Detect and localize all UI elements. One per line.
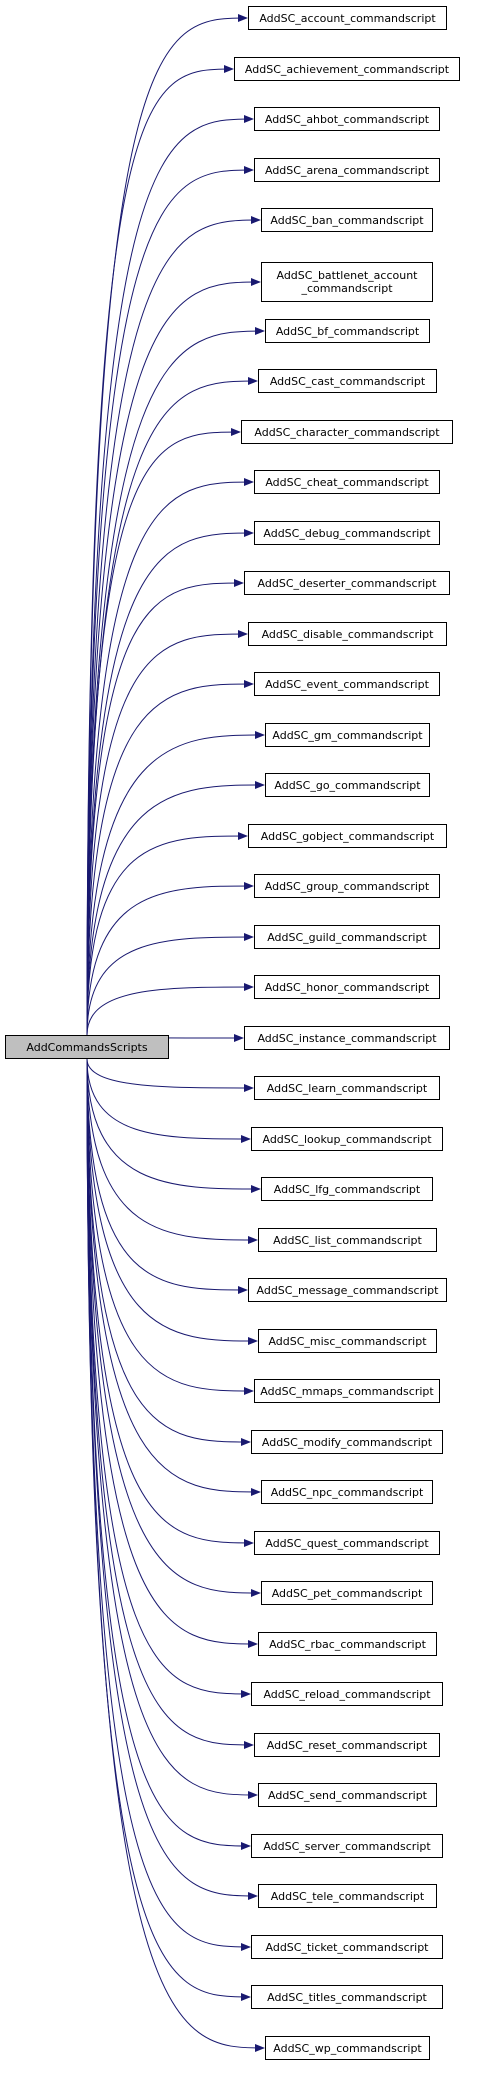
target-node[interactable]: AddSC_account_commandscript (248, 6, 447, 30)
call-edge (86, 1058, 251, 1850)
target-node[interactable]: AddSC_battlenet_account _commandscript (261, 262, 433, 302)
call-edge (86, 1058, 251, 1446)
target-node[interactable]: AddSC_quest_commandscript (254, 1531, 440, 1555)
call-edge (86, 1058, 258, 1648)
call-edge (86, 1058, 254, 1749)
call-edge (86, 1058, 248, 1294)
call-edge (86, 680, 254, 1036)
target-node[interactable]: AddSC_titles_commandscript (251, 1985, 443, 2009)
target-node[interactable]: AddSC_rbac_commandscript (258, 1632, 437, 1656)
target-node[interactable]: AddSC_reload_commandscript (251, 1682, 443, 1706)
call-edge (86, 1058, 251, 1951)
target-node[interactable]: AddSC_ticket_commandscript (251, 1935, 443, 1959)
target-node[interactable]: AddSC_list_commandscript (258, 1228, 437, 1252)
call-edge (86, 781, 265, 1036)
call-edge (86, 1058, 258, 1345)
target-node[interactable]: AddSC_send_commandscript (258, 1783, 437, 1807)
call-edge (86, 1058, 261, 1193)
call-edge (86, 933, 254, 1036)
target-node[interactable]: AddSC_server_commandscript (251, 1834, 443, 1858)
target-node[interactable]: AddSC_npc_commandscript (261, 1480, 433, 1504)
target-node[interactable]: AddSC_event_commandscript (254, 672, 440, 696)
call-edge (86, 327, 265, 1036)
target-node[interactable]: AddSC_lookup_commandscript (251, 1127, 443, 1151)
call-edge (86, 1058, 251, 1143)
target-node[interactable]: AddSC_mmaps_commandscript (254, 1379, 440, 1403)
target-node[interactable]: AddSC_disable_commandscript (248, 622, 447, 646)
call-edge (86, 14, 248, 1036)
target-node[interactable]: AddSC_achievement_commandscript (234, 57, 460, 81)
target-node[interactable]: AddSC_pet_commandscript (261, 1581, 433, 1605)
target-node[interactable]: AddSC_learn_commandscript (254, 1076, 440, 1100)
call-edge (86, 1058, 261, 1597)
call-edge (86, 1058, 258, 1900)
call-edge (86, 1058, 258, 1244)
target-node[interactable]: AddSC_reset_commandscript (254, 1733, 440, 1757)
call-edge (86, 478, 254, 1036)
call-edge (86, 1058, 265, 2052)
target-node[interactable]: AddSC_wp_commandscript (265, 2036, 430, 2060)
target-node[interactable]: AddSC_cheat_commandscript (254, 470, 440, 494)
target-node[interactable]: AddSC_gm_commandscript (265, 723, 430, 747)
target-node[interactable]: AddSC_group_commandscript (254, 874, 440, 898)
target-node[interactable]: AddSC_go_commandscript (265, 773, 430, 797)
call-edge (86, 65, 234, 1036)
target-node[interactable]: AddSC_ahbot_commandscript (254, 107, 440, 131)
target-node[interactable]: AddSC_character_commandscript (241, 420, 453, 444)
call-edge (86, 1058, 254, 1547)
target-node[interactable]: AddSC_bf_commandscript (265, 319, 430, 343)
call-edge (86, 832, 248, 1036)
call-edge (86, 115, 254, 1036)
target-node[interactable]: AddSC_debug_commandscript (254, 521, 440, 545)
call-edge (86, 166, 254, 1036)
call-edge (86, 630, 248, 1036)
target-node[interactable]: AddSC_deserter_commandscript (244, 571, 450, 595)
call-edge (86, 1058, 258, 1799)
target-node[interactable]: AddSC_gobject_commandscript (248, 824, 447, 848)
target-node[interactable]: AddSC_message_commandscript (248, 1278, 447, 1302)
root-node[interactable]: AddCommandsScripts (5, 1035, 169, 1059)
target-node[interactable]: AddSC_instance_commandscript (244, 1026, 450, 1050)
call-edge (86, 882, 254, 1036)
call-edge (86, 731, 265, 1036)
call-edge (86, 216, 261, 1036)
call-edge (86, 428, 241, 1036)
call-edge (86, 1058, 254, 1395)
target-node[interactable]: AddSC_lfg_commandscript (261, 1177, 433, 1201)
call-edge (86, 278, 261, 1036)
target-node[interactable]: AddSC_cast_commandscript (258, 369, 437, 393)
call-edge (86, 579, 244, 1036)
call-edge (86, 1058, 254, 1092)
target-node[interactable]: AddSC_ban_commandscript (261, 208, 433, 232)
target-node[interactable]: AddSC_honor_commandscript (254, 975, 440, 999)
target-node[interactable]: AddSC_misc_commandscript (258, 1329, 437, 1353)
target-node[interactable]: AddSC_tele_commandscript (258, 1884, 437, 1908)
call-edge (86, 1058, 251, 1698)
target-node[interactable]: AddSC_modify_commandscript (251, 1430, 443, 1454)
call-edge (86, 1058, 251, 2001)
call-edge (86, 1058, 261, 1496)
target-node[interactable]: AddSC_guild_commandscript (254, 925, 440, 949)
target-node[interactable]: AddSC_arena_commandscript (254, 158, 440, 182)
call-edge (86, 983, 254, 1036)
